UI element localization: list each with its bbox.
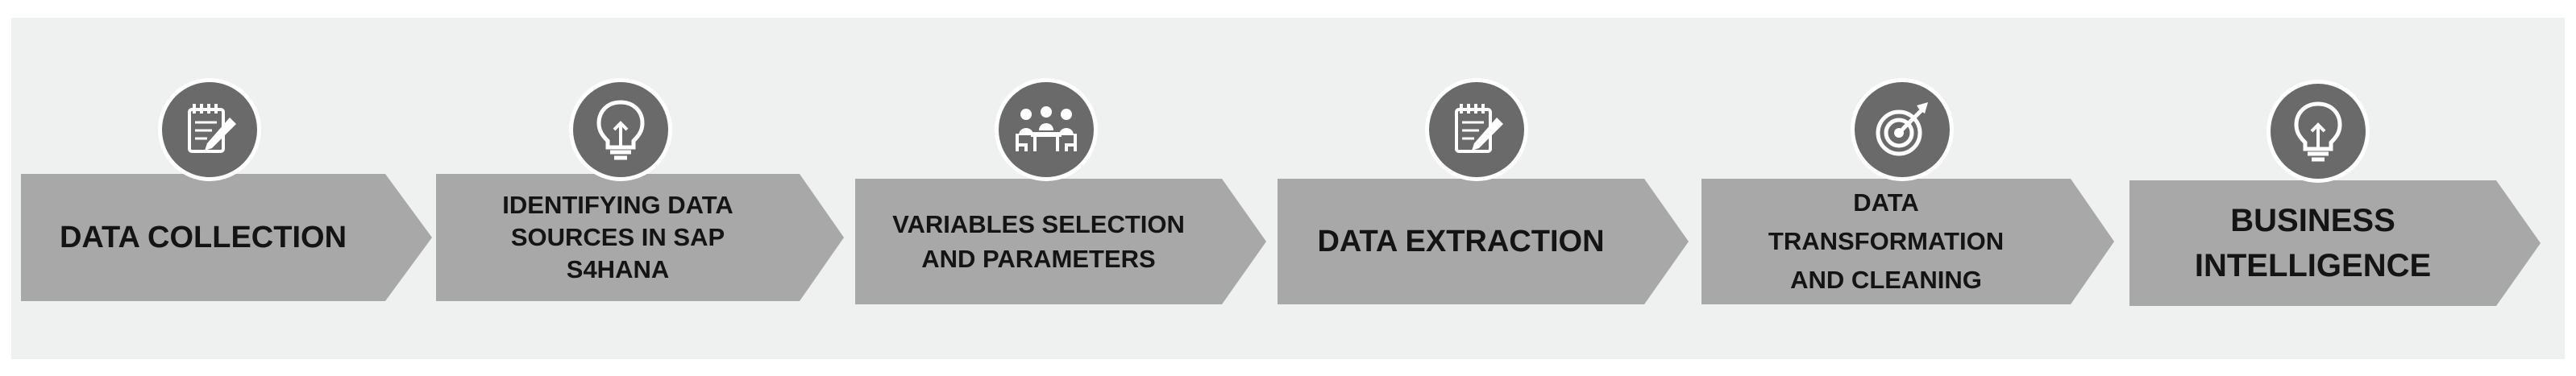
step-data-collection: DATA COLLECTION (21, 174, 432, 301)
step-arrow-shape (1278, 179, 1689, 304)
target-icon (1851, 78, 1954, 181)
step-label: VARIABLES SELECTION AND PARAMETERS (892, 209, 1185, 273)
notepad-pencil-icon (1425, 78, 1528, 181)
meeting-table-icon (995, 78, 1098, 181)
step-label: DATA EXTRACTION (1317, 224, 1605, 258)
step-business-intelligence: BUSINESS INTELLIGENCE (2129, 180, 2541, 306)
step-label: BUSINESS INTELLIGENCE (2194, 203, 2432, 283)
step-arrow-shape (855, 179, 1266, 304)
step-arrow-shape (1701, 179, 2114, 304)
step-data-transformation: DATA TRANSFORMATION AND CLEANING (1701, 179, 2114, 304)
step-label: IDENTIFYING DATA SOURCES IN SAP S4HANA (502, 190, 733, 284)
step-label: DATA COLLECTION (59, 220, 347, 254)
step-arrow-shape (21, 174, 432, 301)
lightbulb-icon (2266, 80, 2370, 183)
step-data-extraction: DATA EXTRACTION (1278, 179, 1689, 304)
step-identifying-data-sources: IDENTIFYING DATA SOURCES IN SAP S4HANA (436, 174, 844, 301)
step-label: DATA TRANSFORMATION AND CLEANING (1768, 188, 2005, 295)
step-arrow-shape (436, 174, 844, 301)
step-arrow-shape (2129, 180, 2541, 306)
lightbulb-icon (569, 78, 672, 181)
notepad-pencil-icon (158, 78, 261, 181)
step-variables-selection: VARIABLES SELECTION AND PARAMETERS (855, 179, 1266, 304)
